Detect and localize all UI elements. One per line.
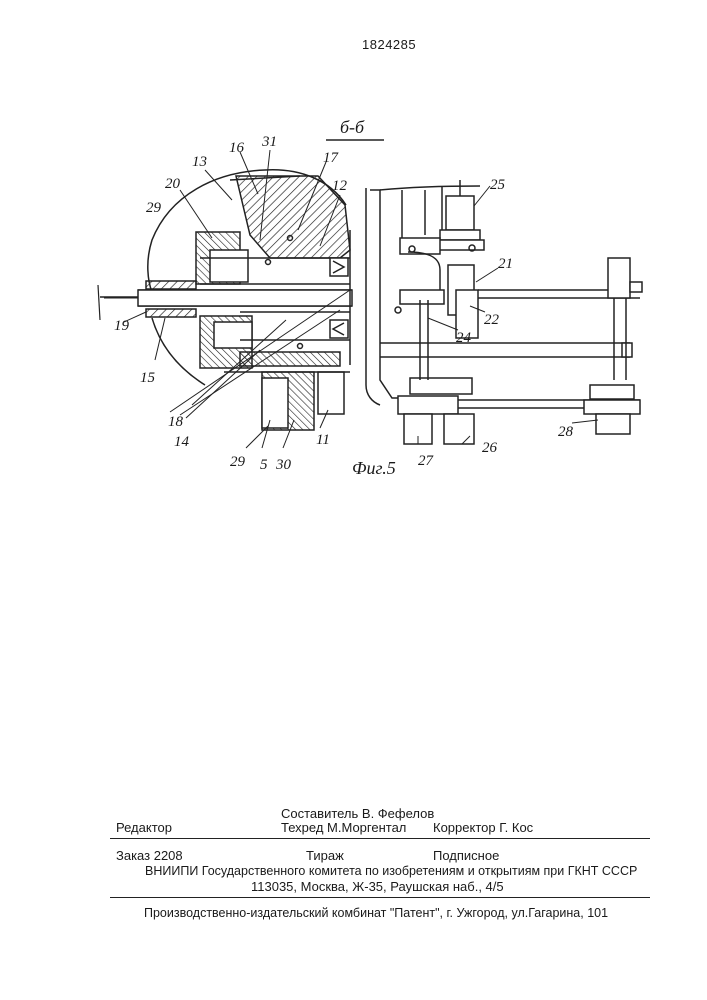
subscription-label: Подписное (433, 848, 499, 863)
callout-29-top: 29 (146, 200, 162, 216)
callout-20: 20 (165, 176, 181, 192)
section-label: б-б (340, 117, 365, 137)
callout-19: 19 (114, 318, 130, 334)
order-number: Заказ 2208 (116, 848, 183, 863)
composer-line: Составитель В. Фефелов (281, 806, 434, 821)
section-mark: б-б (326, 117, 384, 140)
callout-15: 15 (140, 370, 156, 386)
callout-21: 21 (498, 256, 513, 272)
institute-line: ВНИИПИ Государственного комитета по изоб… (145, 864, 637, 878)
divider-top (110, 838, 650, 839)
callout-28: 28 (558, 424, 574, 440)
callout-18: 18 (168, 414, 184, 430)
techred-line: Техред М.Моргентал (281, 820, 406, 835)
address-line: 113035, Москва, Ж-35, Раушская наб., 4/5 (251, 879, 504, 894)
callout-17: 17 (323, 150, 340, 166)
left-assembly (98, 170, 352, 430)
figure-caption: Фиг.5 (352, 458, 396, 478)
callout-25: 25 (490, 177, 506, 193)
callout-26: 26 (482, 440, 498, 456)
callout-24: 24 (456, 330, 472, 346)
callout-13: 13 (192, 154, 207, 170)
callout-5: 5 (260, 457, 268, 473)
callout-14: 14 (174, 434, 190, 450)
circulation-label: Тираж (306, 848, 344, 863)
callout-11: 11 (316, 432, 330, 448)
figure-5-drawing: б-б (0, 0, 707, 520)
callout-27: 27 (418, 453, 435, 469)
callout-22: 22 (484, 312, 500, 328)
callout-12: 12 (332, 178, 348, 194)
callout-16: 16 (229, 140, 245, 156)
divider-bottom (110, 897, 650, 898)
callout-30: 30 (275, 457, 292, 473)
callout-29-bottom: 29 (230, 454, 246, 470)
right-assembly (366, 180, 642, 444)
plant-line: Производственно-издательский комбинат "П… (144, 906, 608, 920)
corrector-line: Корректор Г. Кос (433, 820, 533, 835)
callout-31: 31 (261, 134, 277, 150)
editor-label: Редактор (116, 820, 172, 835)
